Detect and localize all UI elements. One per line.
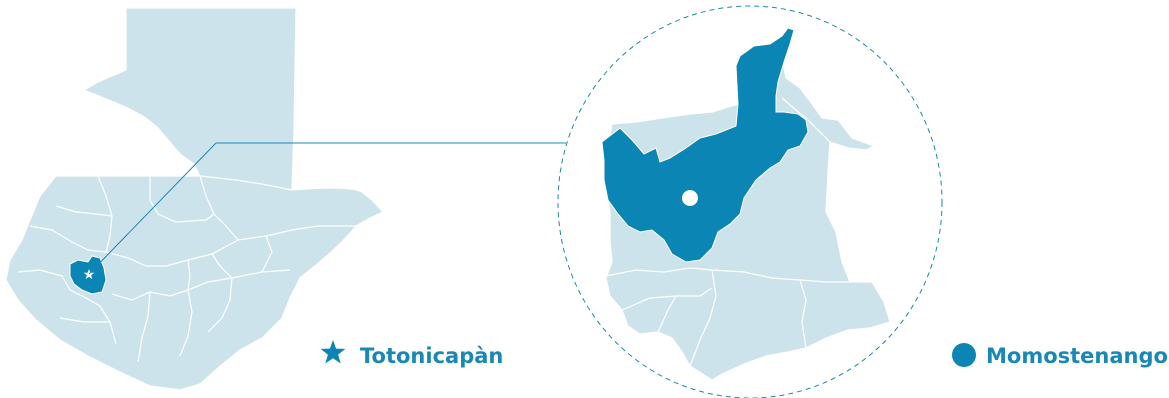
legend-department-label: Totonicapàn xyxy=(360,344,503,368)
guatemala-outline xyxy=(5,7,384,391)
circle-icon xyxy=(682,190,698,206)
legend-circle-icon xyxy=(952,343,976,367)
legend-department: Totonicapàn xyxy=(320,340,503,368)
zoom-inset xyxy=(557,5,943,398)
surrounding-municipalities xyxy=(605,57,891,381)
guatemala-map xyxy=(5,7,384,391)
legend-municipality: Momostenango xyxy=(952,343,1168,368)
municipality-borders xyxy=(605,97,850,367)
momostenango-region xyxy=(601,27,809,263)
leader-line xyxy=(88,142,566,275)
legend-star-icon xyxy=(320,340,346,364)
legend-municipality-label: Momostenango xyxy=(986,344,1168,368)
department-borders xyxy=(17,175,356,363)
zoom-circle xyxy=(557,5,943,398)
